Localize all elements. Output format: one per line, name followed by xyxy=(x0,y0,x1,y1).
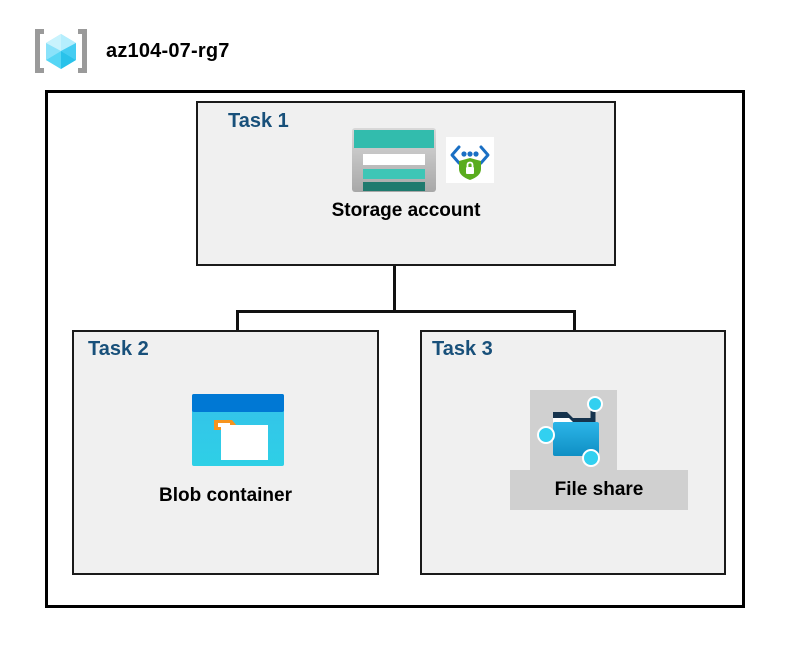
blob-container-label: Blob container xyxy=(158,485,292,506)
task-2-label: Task 2 xyxy=(88,338,149,360)
file-share-icon xyxy=(533,392,615,470)
storage-account-icon xyxy=(350,126,438,194)
resource-group-header: az104-07-rg7 xyxy=(30,26,230,76)
blob-container-icon xyxy=(192,394,284,466)
connector-horizontal-branch xyxy=(236,310,576,313)
storage-account-label: Storage account xyxy=(331,200,481,221)
task-1-label: Task 1 xyxy=(228,110,289,132)
resource-group-icon xyxy=(35,29,87,73)
secure-endpoint-shield-icon xyxy=(446,137,494,183)
file-share-label: File share xyxy=(510,470,688,510)
page-title: az104-07-rg7 xyxy=(106,39,230,62)
task-3-label: Task 3 xyxy=(432,338,493,360)
